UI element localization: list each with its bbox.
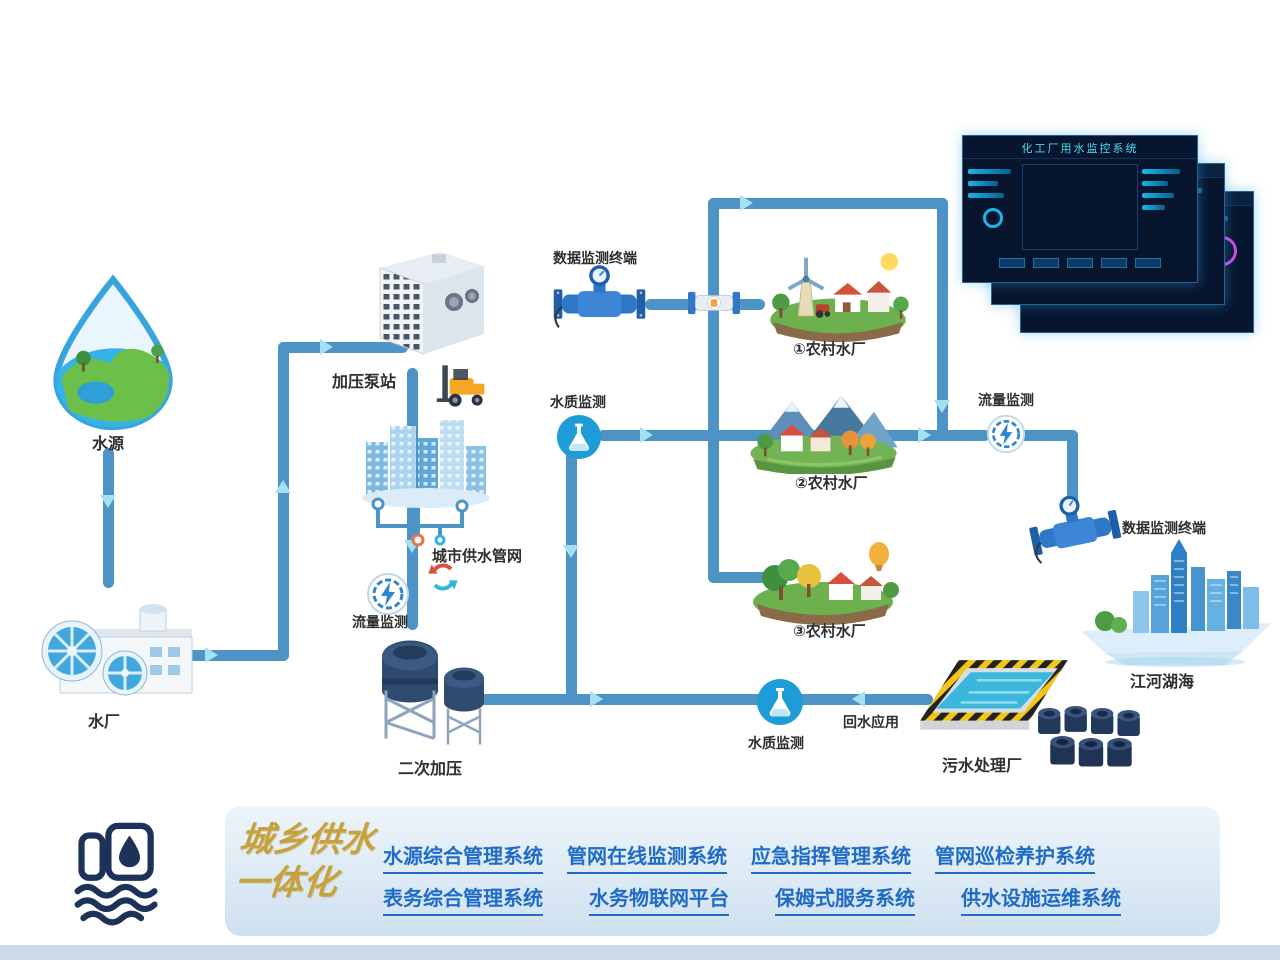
pipe-to-plant3	[708, 572, 768, 583]
pump-station-node	[362, 242, 492, 372]
data-terminal-right-node	[1022, 483, 1127, 571]
flow-arrow	[205, 647, 218, 663]
water-quality-bottom-badge	[756, 678, 804, 726]
banner: 城乡供水 一体化 水源综合管理系统 管网在线监测系统 应急指挥管理系统 管网巡检…	[225, 806, 1220, 936]
flow-arrow	[934, 400, 950, 413]
node-label-data-terminal-top: 数据监测终端	[553, 250, 637, 266]
flow-monitor-left-badge	[366, 572, 410, 616]
rivers-lakes-node	[1075, 535, 1275, 670]
pipe-loop-right	[937, 198, 948, 438]
node-label-rivers-lakes: 江河湖海	[1130, 674, 1195, 691]
valve-node	[688, 284, 740, 322]
sludge-barrels-node	[1036, 700, 1148, 772]
flask-icon	[556, 414, 602, 460]
water-plant-icon	[41, 604, 193, 696]
pipe-loop-top	[708, 198, 948, 209]
node-label-water-source: 水源	[92, 436, 125, 453]
pipe-plant-to-corner	[175, 650, 287, 661]
dashboard-title: 化工厂用水监控系统	[963, 136, 1197, 159]
node-label-rural-plant-2: ②农村水厂	[795, 475, 868, 492]
system-list-row-1: 水源综合管理系统 管网在线监测系统 应急指挥管理系统 管网巡检养护系统	[383, 840, 1095, 874]
water-source-node	[38, 272, 188, 432]
flow-arrow	[275, 480, 291, 493]
system-link: 水源综合管理系统	[383, 840, 543, 874]
node-label-flow-monitor-left: 流量监测	[352, 614, 408, 630]
sludge-barrels-icon	[1038, 705, 1140, 767]
flow-arrow	[740, 195, 753, 211]
pipe-quality-down	[566, 450, 577, 702]
water-drop-icon	[53, 274, 173, 431]
node-label-water-quality-mid: 水质监测	[550, 394, 606, 410]
system-list-row-2: 表务综合管理系统 水务物联网平台 保姆式服务系统 供水设施运维系统	[383, 882, 1121, 916]
sewage-pool-icon	[920, 660, 1068, 730]
rural-village-1-icon	[770, 252, 909, 343]
flow-arrow	[590, 691, 603, 707]
sewage-plant-node	[918, 650, 1070, 756]
flask-icon	[757, 679, 803, 725]
lightning-gauge-icon	[986, 414, 1026, 454]
node-label-pump-station: 加压泵站	[332, 374, 397, 391]
flow-monitor-right-badge	[986, 414, 1026, 454]
lightning-gauge-icon	[367, 573, 409, 615]
system-link: 应急指挥管理系统	[751, 840, 911, 874]
flow-arrow	[640, 427, 653, 443]
pipe-source-to-plant	[103, 448, 114, 588]
system-link: 表务综合管理系统	[383, 882, 543, 916]
system-link: 保姆式服务系统	[775, 882, 915, 916]
monitoring-dashboard-screens: 化工厂用水监控系统	[962, 135, 1264, 333]
pipe-flow-right-out	[1020, 430, 1078, 441]
water-meter-icon	[1029, 495, 1122, 564]
node-label-return-water: 回水应用	[843, 714, 899, 730]
dashboard-screen-front: 化工厂用水监控系统	[962, 135, 1198, 283]
pipe-corner-vertical	[278, 342, 289, 661]
brand-line-1: 城乡供水	[237, 822, 378, 859]
node-label-city-network: 城市供水管网	[432, 548, 523, 565]
city-network-node	[358, 408, 498, 548]
forklift-node	[435, 358, 490, 413]
flow-arrow	[320, 339, 333, 355]
pipe-bottom-horizontal	[455, 694, 933, 705]
system-link: 供水设施运维系统	[961, 882, 1121, 916]
system-link: 水务物联网平台	[589, 882, 729, 916]
dashboard-plant-image	[1022, 164, 1138, 250]
pipe-corner-to-pump	[278, 342, 408, 353]
brand-title: 城乡供水 一体化	[233, 820, 378, 905]
flow-arrow	[852, 691, 865, 707]
flow-arrow	[918, 427, 931, 443]
node-label-water-quality-bottom: 水质监测	[748, 735, 804, 751]
node-label-rural-plant-1: ①农村水厂	[793, 341, 866, 358]
rural-village-3-icon	[753, 542, 899, 625]
node-label-water-plant: 水厂	[88, 714, 121, 731]
pipe-down-to-terminal	[1067, 430, 1078, 505]
flow-arrow	[563, 545, 579, 558]
city-network-icon	[362, 420, 490, 547]
rural-plant-3-node	[750, 538, 902, 628]
rural-plant-2-node	[746, 390, 902, 476]
secondary-pressure-node	[370, 625, 490, 753]
city-skyline-icon	[1081, 539, 1271, 667]
bottom-strip	[0, 945, 1280, 960]
flow-arrow	[100, 495, 116, 508]
node-label-secondary-pressure: 二次加压	[398, 761, 463, 778]
rural-village-2-icon	[750, 395, 898, 476]
water-company-logo	[70, 816, 166, 928]
pressure-tanks-icon	[382, 640, 484, 745]
node-label-sewage-plant: 污水处理厂	[942, 758, 1023, 775]
rural-plant-1-node	[762, 252, 914, 344]
node-label-flow-monitor-right: 流量监测	[978, 392, 1034, 408]
data-terminal-top-node	[552, 262, 647, 334]
water-meter-icon	[553, 265, 646, 329]
water-plant-node	[30, 585, 200, 705]
system-link: 管网巡检养护系统	[935, 840, 1095, 874]
recycle-icon	[426, 560, 460, 594]
node-label-rural-plant-3: ③农村水厂	[793, 623, 866, 640]
system-link: 管网在线监测系统	[567, 840, 727, 874]
brand-line-2: 一体化	[232, 864, 339, 902]
forklift-icon	[436, 365, 485, 407]
water-quality-mid-badge	[556, 414, 602, 460]
valve-icon	[688, 291, 740, 315]
pipe-loop-left	[708, 198, 719, 582]
pump-station-icon	[379, 252, 484, 355]
node-label-data-terminal-right: 数据监测终端	[1122, 520, 1206, 536]
